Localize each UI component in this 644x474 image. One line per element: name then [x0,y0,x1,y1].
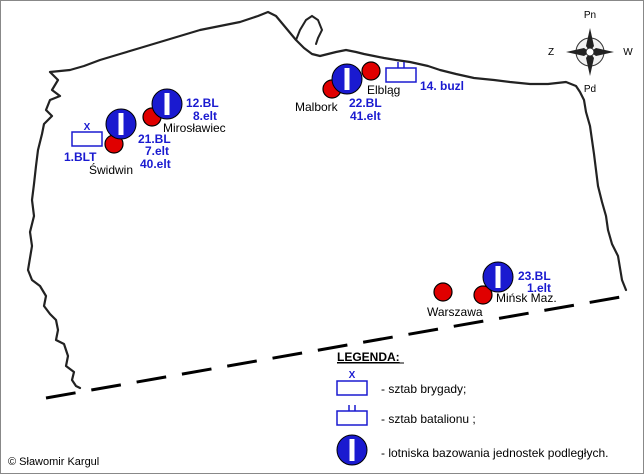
legend-title: LEGENDA: [337,350,400,364]
legend-battalion-symbol [336,405,368,426]
unit-label-1elt: 1.elt [527,281,551,295]
unit-label-12bl: 12.BL [186,96,219,110]
city-label-elblag: Elbląg [367,83,400,97]
unit-label-14buzl: 14. buzl [420,79,464,93]
unit-label-21bl: 21.BL [138,132,171,146]
legend-brigade-mark: X [349,370,356,381]
battalion-hq-symbol [385,62,417,83]
legend-airbase-text: - lotniska bazowania jednostek podległyc… [381,446,608,460]
border-line [26,10,628,390]
copyright: © Sławomir Kargul [8,456,99,468]
unit-label-8elt: 8.elt [193,109,217,123]
compass-rose: Pn Pd Z W [548,10,633,95]
compass-east-label: W [623,47,633,58]
unit-label-1blt: 1.BLT [64,150,97,164]
brigade-hq-symbol: X [71,122,103,147]
unit-label-23bl: 23.BL [518,269,551,283]
unit-label-22bl: 22.BL [349,96,382,110]
city-dot-warszawa [433,282,453,302]
compass-west-label: Z [548,47,554,58]
legend-airbase-icon [336,434,368,466]
compass-south-label: Pd [584,84,596,95]
city-label-malbork: Malbork [295,100,339,114]
legend-brigade-text: - sztab brygady; [381,382,466,396]
airbase-icon-minsk [482,261,514,293]
airbase-icon-malbork [331,63,363,95]
city-label-miroslawiec: Mirosławiec [163,121,226,135]
legend-battalion-text: - sztab batalionu ; [381,412,476,426]
airbase-icon-swidwin [105,108,137,140]
city-dot-minsk [473,285,493,305]
unit-label-7elt: 7.elt [145,144,169,158]
city-label-warszawa: Warszawa [427,305,483,319]
brigade-mark: X [84,122,91,133]
unit-label-41elt: 41.elt [350,109,381,123]
airbase-icon-miroslawiec [151,88,183,120]
dashed-line [45,293,633,400]
city-label-swidwin: Świdwin [89,162,133,177]
legend-brigade-symbol: X [336,370,368,396]
city-label-minsk: Mińsk Maz. [496,291,557,305]
coast-spit [295,14,324,45]
unit-label-40elt: 40.elt [140,157,171,171]
legend: LEGENDA: X - sztab brygady; - sztab bata… [336,350,608,466]
compass-north-label: Pn [584,10,596,21]
city-dot-elblag [361,61,381,81]
